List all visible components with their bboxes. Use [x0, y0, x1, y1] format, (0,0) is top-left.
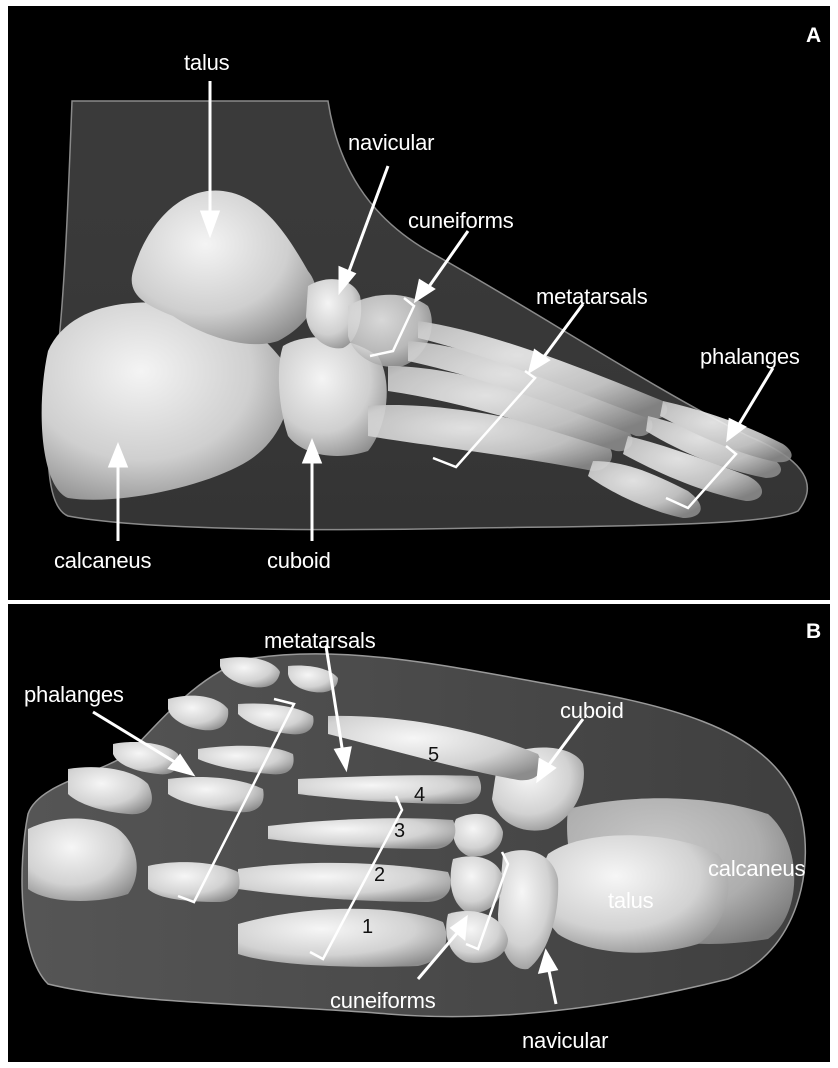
panel-b-dorsal-view: B metatarsals phalanges cuboid calcaneus… — [8, 604, 830, 1062]
label-cuboid: cuboid — [560, 698, 624, 724]
label-phalanges: phalanges — [700, 344, 800, 370]
metatarsal-number-2: 2 — [374, 864, 385, 887]
label-calcaneus: calcaneus — [708, 856, 805, 882]
label-phalanges: phalanges — [24, 682, 124, 708]
metatarsal-number-4: 4 — [414, 784, 425, 807]
label-talus: talus — [608, 888, 653, 914]
foot-lateral-illustration — [8, 6, 830, 600]
label-talus: talus — [184, 50, 229, 76]
label-navicular: navicular — [522, 1028, 608, 1054]
label-cuneiforms: cuneiforms — [330, 988, 436, 1014]
panel-letter-b: B — [806, 620, 821, 644]
metatarsal-number-1: 1 — [362, 916, 373, 939]
metatarsal-number-5: 5 — [428, 744, 439, 767]
panel-letter-a: A — [806, 24, 821, 48]
label-cuboid: cuboid — [267, 548, 331, 574]
label-cuneiforms: cuneiforms — [408, 208, 514, 234]
label-metatarsals: metatarsals — [264, 628, 376, 654]
metatarsal-number-3: 3 — [394, 820, 405, 843]
label-navicular: navicular — [348, 130, 434, 156]
panel-a-lateral-view: A talus navicular cuneiforms metatarsals… — [8, 6, 830, 600]
label-metatarsals: metatarsals — [536, 284, 648, 310]
label-calcaneus: calcaneus — [54, 548, 151, 574]
